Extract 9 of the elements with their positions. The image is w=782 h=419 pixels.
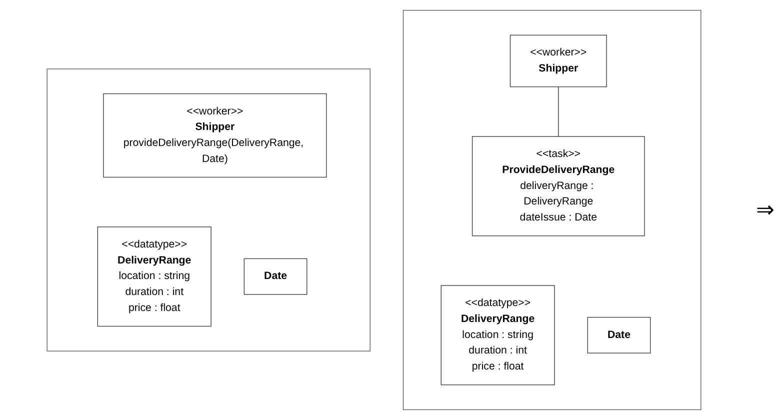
connector bbox=[558, 86, 559, 136]
node-box: <<worker>> Shipper bbox=[510, 34, 607, 87]
node-box: Date bbox=[244, 258, 308, 294]
node-box: <<datatype>> DeliveryRange location : string duration : int price : float bbox=[440, 284, 555, 385]
node-box: <<task>> ProvideDeliveryRange deliveryRange : DeliveryRange dateIssue : Date bbox=[472, 136, 645, 236]
node-box: <<worker>> Shipper provideDeliveryRange(DeliveryRange, Date) bbox=[103, 92, 327, 178]
node-box: Date bbox=[587, 316, 651, 353]
node-box: <<datatype>> DeliveryRange location : string duration : int price : float bbox=[97, 226, 212, 326]
transform-arrow: ⇒ bbox=[756, 196, 774, 222]
